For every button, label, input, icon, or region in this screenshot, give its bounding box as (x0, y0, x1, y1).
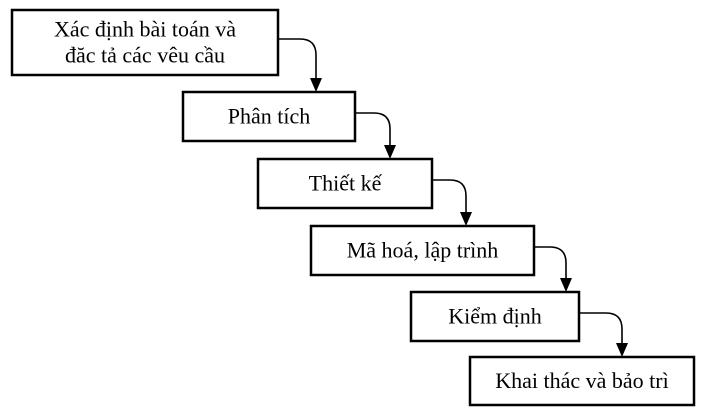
step-rect (10, 8, 280, 77)
step-box-5: Kiểm định (409, 290, 581, 343)
step-box-4: Mã hoá, lập trình (309, 224, 536, 277)
step-rect (181, 90, 357, 143)
arrowhead-icon (560, 278, 572, 292)
step-box-3: Thiết kế (256, 157, 434, 210)
arrow-line (278, 38, 317, 80)
arrow-line (579, 312, 623, 345)
step-label: Kiểm định (448, 304, 542, 329)
arrow-3-to-4 (432, 179, 472, 226)
step-label: Khai thác và bảo trì (495, 368, 669, 393)
arrow-4-to-5 (534, 246, 572, 292)
arrow-line (355, 112, 391, 147)
step-box-2: Phân tích (181, 90, 357, 143)
step-label: Thiết kế (309, 171, 383, 196)
step-label: Mã hoá, lập trình (347, 238, 499, 263)
step-label: Xác định bài toán và (54, 17, 236, 42)
step-rect (309, 224, 536, 277)
arrow-1-to-2 (278, 38, 322, 92)
arrow-line (432, 179, 467, 214)
step-rect (409, 290, 581, 343)
arrow-line (534, 246, 567, 280)
step-box-6: Khai thác và bảo trì (468, 355, 696, 407)
arrowhead-icon (616, 343, 628, 357)
arrow-2-to-3 (355, 112, 396, 159)
step-rect (468, 355, 696, 407)
arrowhead-icon (460, 212, 472, 226)
arrowhead-icon (310, 78, 322, 92)
step-label: đăc tả các vêu cầu (65, 43, 225, 68)
step-rect (256, 157, 434, 210)
arrow-5-to-6 (579, 312, 628, 357)
arrowhead-icon (384, 145, 396, 159)
step-label: Phân tích (228, 104, 311, 129)
